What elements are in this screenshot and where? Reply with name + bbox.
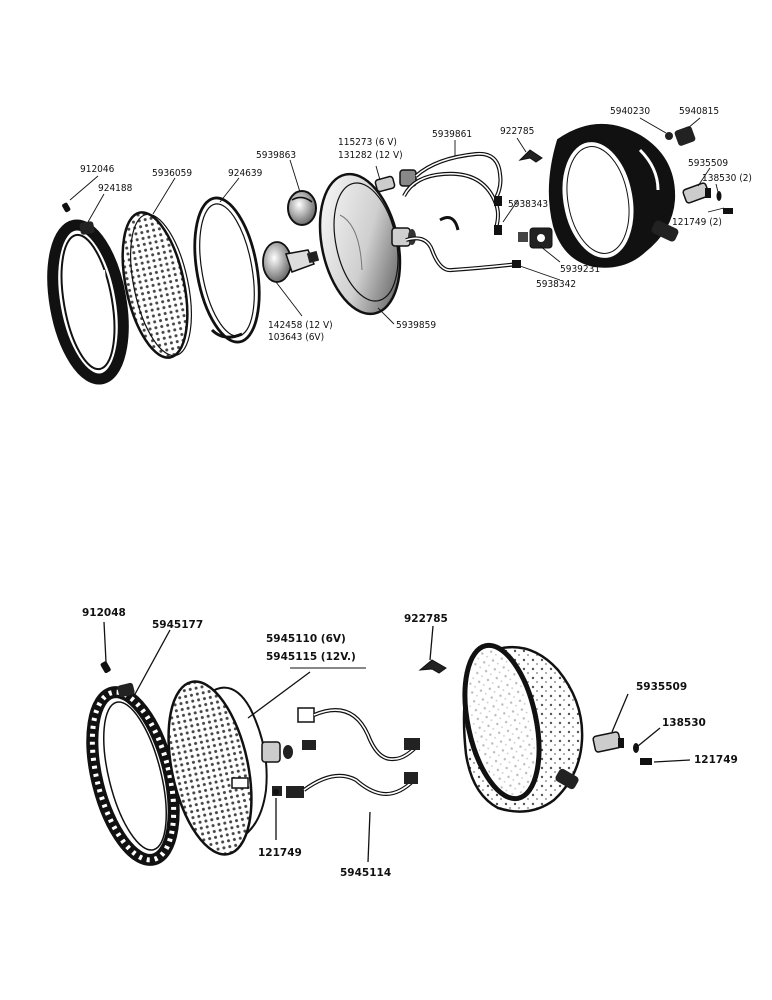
- top-reflector: [318, 172, 416, 316]
- bottom-headlamp-body: [462, 642, 584, 813]
- label-5945115: 5945115 (12V.): [266, 651, 356, 663]
- label-131282: 131282 (12 V): [338, 150, 403, 161]
- top-leader-lines: [69, 117, 725, 325]
- top-screw-912046: [62, 202, 71, 213]
- label-5939863: 5939863: [256, 150, 296, 161]
- top-clip: [518, 149, 543, 163]
- bottom-sealed-beam: [167, 680, 316, 856]
- bottom-wire-harness: [272, 707, 420, 798]
- label-138530-bottom: 138530: [662, 717, 706, 729]
- label-142458: 142458 (12 V): [268, 320, 333, 331]
- top-retaining-ring: [47, 219, 129, 385]
- bottom-screw-912048: [100, 661, 111, 673]
- label-5939859: 5939859: [396, 320, 436, 331]
- bottom-assembly: 912048 5945177 5945110 (6V) 5945115 (12V…: [82, 607, 738, 879]
- top-small-parts: [665, 126, 733, 214]
- label-5935509: 5935509: [688, 158, 728, 169]
- label-5940230: 5940230: [610, 106, 650, 117]
- label-912048: 912048: [82, 607, 126, 619]
- top-wire-harness: [402, 151, 503, 235]
- top-gasket: [193, 196, 261, 344]
- label-115273: 115273 (6 V): [338, 137, 397, 148]
- top-socket: [374, 169, 417, 193]
- top-switch: [518, 227, 553, 249]
- label-912046: 912046: [80, 164, 115, 175]
- bottom-clip: [418, 659, 447, 674]
- bottom-leader-lines: [103, 621, 691, 863]
- label-924639: 924639: [228, 168, 263, 179]
- label-121749-left: 121749: [258, 847, 302, 859]
- label-922785-bottom: 922785: [404, 613, 448, 625]
- label-5935509-bottom: 5935509: [636, 681, 687, 693]
- top-bulb-shield: [287, 190, 317, 226]
- bottom-retaining-ring: [86, 682, 180, 866]
- label-121749-right: 121749: [694, 754, 738, 766]
- label-5936059: 5936059: [152, 168, 192, 179]
- label-922785: 922785: [500, 126, 534, 137]
- label-5945110: 5945110 (6V): [266, 633, 346, 645]
- label-5939231: 5939231: [560, 264, 600, 275]
- label-5938343: 5938343: [508, 199, 548, 210]
- top-wire-5938342: [405, 216, 521, 273]
- label-924188: 924188: [98, 183, 133, 194]
- label-5945114: 5945114: [340, 867, 391, 879]
- top-bulb: [262, 241, 320, 283]
- top-headlamp-body: [548, 124, 679, 268]
- top-lens: [121, 211, 192, 359]
- label-5939861: 5939861: [432, 129, 472, 140]
- label-5945177: 5945177: [152, 619, 203, 631]
- top-assembly: 912046 924188 5936059 924639 5939863 115…: [47, 106, 752, 385]
- label-103643: 103643 (6V): [268, 332, 324, 343]
- label-138530: 138530 (2): [702, 173, 752, 184]
- label-5940815: 5940815: [679, 106, 719, 117]
- bottom-small-parts: [273, 731, 652, 795]
- label-121749: 121749 (2): [672, 217, 722, 228]
- label-5938342: 5938342: [536, 279, 576, 290]
